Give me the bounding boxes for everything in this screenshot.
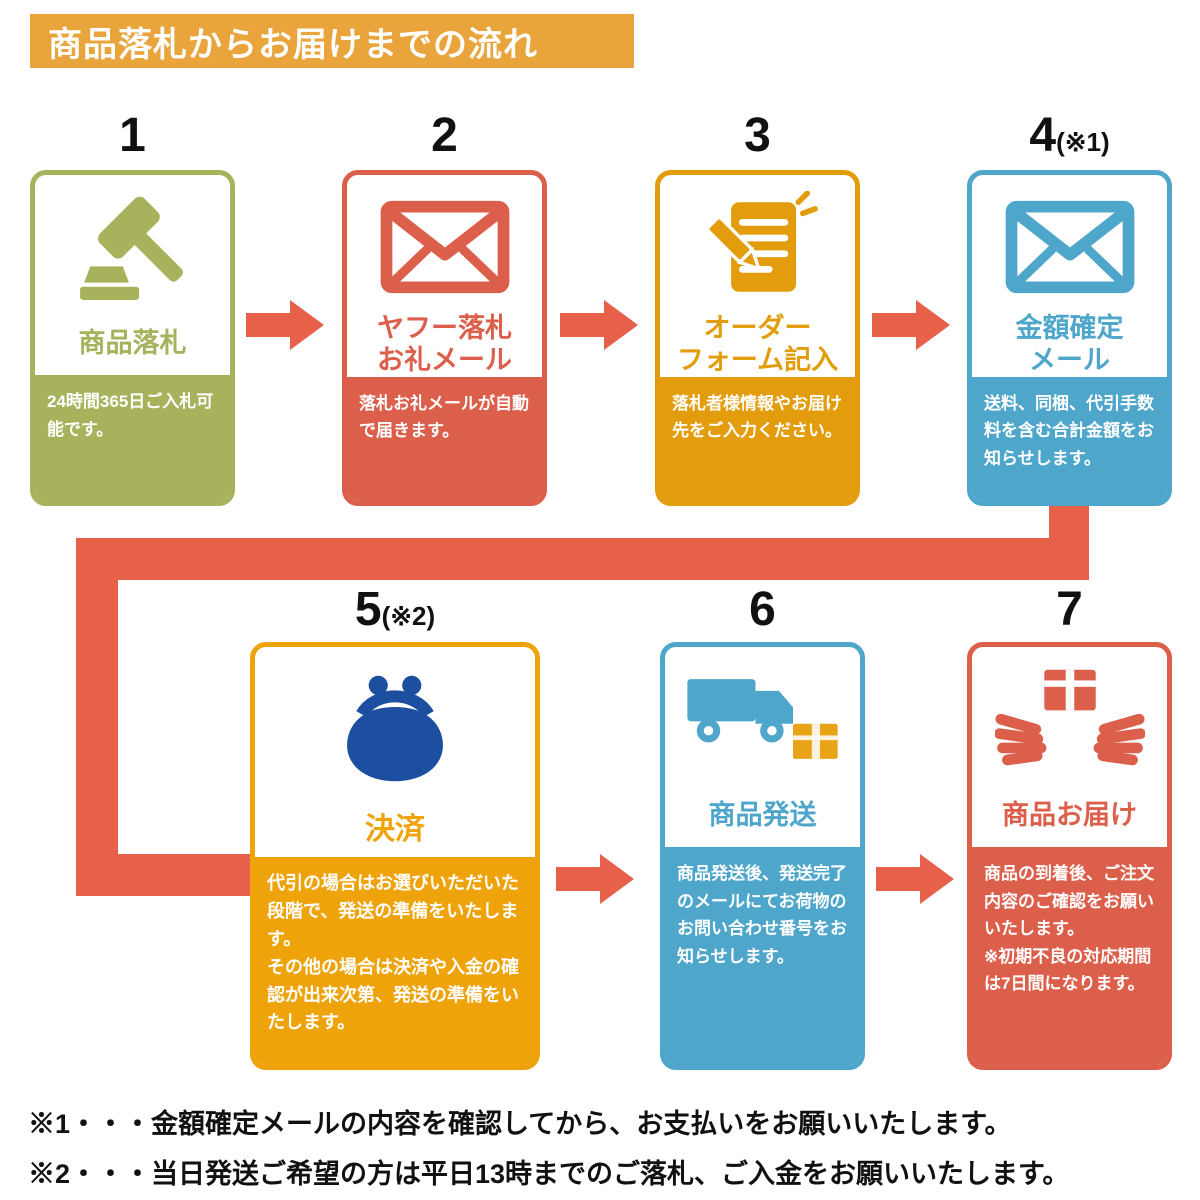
truck-icon: [687, 679, 838, 759]
page-title: 商品落札からお届けまでの流れ: [30, 14, 634, 68]
flow-arrow-icon: [556, 854, 634, 904]
step-desc: 24時間365日ご入札可能です。: [35, 375, 230, 501]
step-number-note: (※2): [381, 601, 436, 631]
step-desc: 送料、同梱、代引手数料を含む合計金額をお知らせします。: [972, 376, 1167, 501]
step-number-text: 4: [1029, 109, 1057, 162]
step-card-2: ヤフー落札 お礼メール 落札お礼メールが自動で届きます。: [342, 170, 547, 506]
icon-area: [660, 175, 855, 313]
step-number-text: 3: [744, 109, 771, 162]
step-desc: 商品の到着後、ご注文内容のご確認をお願いいたします。 ※初期不良の対応期間は7日…: [972, 847, 1167, 1065]
icon-area: [35, 175, 230, 313]
step-number-1: 1: [30, 106, 235, 166]
step-number-text: 7: [1056, 583, 1083, 636]
package-box-icon: [793, 723, 838, 759]
connector-line-left: [76, 538, 118, 896]
connector-line-across: [76, 538, 1089, 580]
step-desc: 代引の場合はお選びいただいた段階で、発送の準備をいたします。 その他の場合は決済…: [255, 857, 535, 1065]
step-number-text: 5: [354, 583, 382, 636]
step-desc: 落札者様情報やお届け先をご入力ください。: [660, 376, 855, 501]
mail-icon: [380, 200, 509, 294]
step-number-text: 6: [749, 583, 776, 636]
icon-area: [665, 647, 860, 785]
connector-line-into-step5: [76, 854, 258, 896]
icon-area: [972, 647, 1167, 785]
step-card-6: 商品発送 商品発送後、発送完了のメールにてお荷物のお問い合わせ番号をお知らせしま…: [660, 642, 865, 1070]
flow-arrow-icon: [246, 300, 324, 350]
mail-icon: [1005, 200, 1134, 294]
flow-arrow-icon: [872, 300, 950, 350]
step-label: 決済: [365, 813, 425, 847]
step-label: 金額確定 メール: [1015, 313, 1124, 375]
step-desc: 落札お礼メールが自動で届きます。: [347, 376, 542, 501]
step-number-4: 4(※1): [967, 106, 1172, 166]
step-number-5: 5(※2): [250, 580, 540, 640]
step-number-7: 7: [967, 580, 1172, 640]
footnote-2: ※2・・・当日発送ご希望の方は平日13時までのご落札、ご入金をお願いいたします。: [28, 1159, 1070, 1189]
step-number-2: 2: [342, 106, 547, 166]
step-card-1: 商品落札 24時間365日ご入札可能です。: [30, 170, 235, 506]
step-label: ヤフー落札 お礼メール: [377, 313, 512, 375]
step-card-4: 金額確定 メール 送料、同梱、代引手数料を含む合計金額をお知らせします。: [967, 170, 1172, 506]
step-number-note: (※1): [1056, 127, 1110, 157]
step-card-3: オーダー フォーム記入 落札者様情報やお届け先をご入力ください。: [655, 170, 860, 506]
step-desc: 商品発送後、発送完了のメールにてお荷物のお問い合わせ番号をお知らせします。: [665, 847, 860, 1065]
step-label: オーダー フォーム記入: [676, 313, 839, 375]
step-number-3: 3: [655, 106, 860, 166]
hands-delivery-icon: [994, 669, 1145, 766]
step-number-6: 6: [660, 580, 865, 640]
gavel-icon: [79, 196, 183, 300]
step-number-text: 1: [119, 109, 146, 162]
icon-area: [347, 175, 542, 313]
step-label: 商品お届け: [1002, 800, 1137, 831]
coin-purse-icon: [347, 675, 443, 781]
step-card-5: 決済 代引の場合はお選びいただいた段階で、発送の準備をいたします。 その他の場合…: [250, 642, 540, 1070]
order-form-icon: [705, 191, 818, 292]
flow-arrow-icon: [560, 300, 638, 350]
step-label: 商品発送: [708, 800, 817, 831]
step-card-7: 商品お届け 商品の到着後、ご注文内容のご確認をお願いいたします。 ※初期不良の対…: [967, 642, 1172, 1070]
flow-arrow-icon: [876, 854, 954, 904]
icon-area: [972, 175, 1167, 313]
footnote-1: ※1・・・金額確定メールの内容を確認してから、お支払いをお願いいたします。: [28, 1109, 1012, 1139]
icon-area: [255, 647, 535, 803]
step-number-text: 2: [431, 109, 458, 162]
step-label: 商品落札: [78, 328, 187, 359]
